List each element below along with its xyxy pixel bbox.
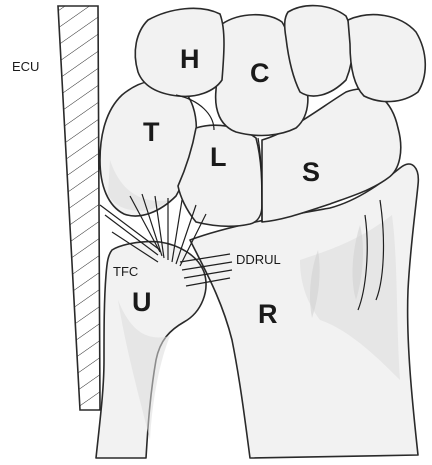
ddrul-label: DDRUL xyxy=(236,252,281,267)
radius-label: R xyxy=(258,299,278,329)
trapezium-bone xyxy=(348,15,425,102)
capitate-label: C xyxy=(250,58,270,88)
ecu-label: ECU xyxy=(12,59,39,74)
tfc-label: TFC xyxy=(113,264,138,279)
lunate-label: L xyxy=(210,142,227,172)
ulna-label: U xyxy=(132,287,152,317)
hamate-label: H xyxy=(180,44,200,74)
triquetrum-label: T xyxy=(143,117,160,147)
scaphoid-label: S xyxy=(302,157,320,187)
